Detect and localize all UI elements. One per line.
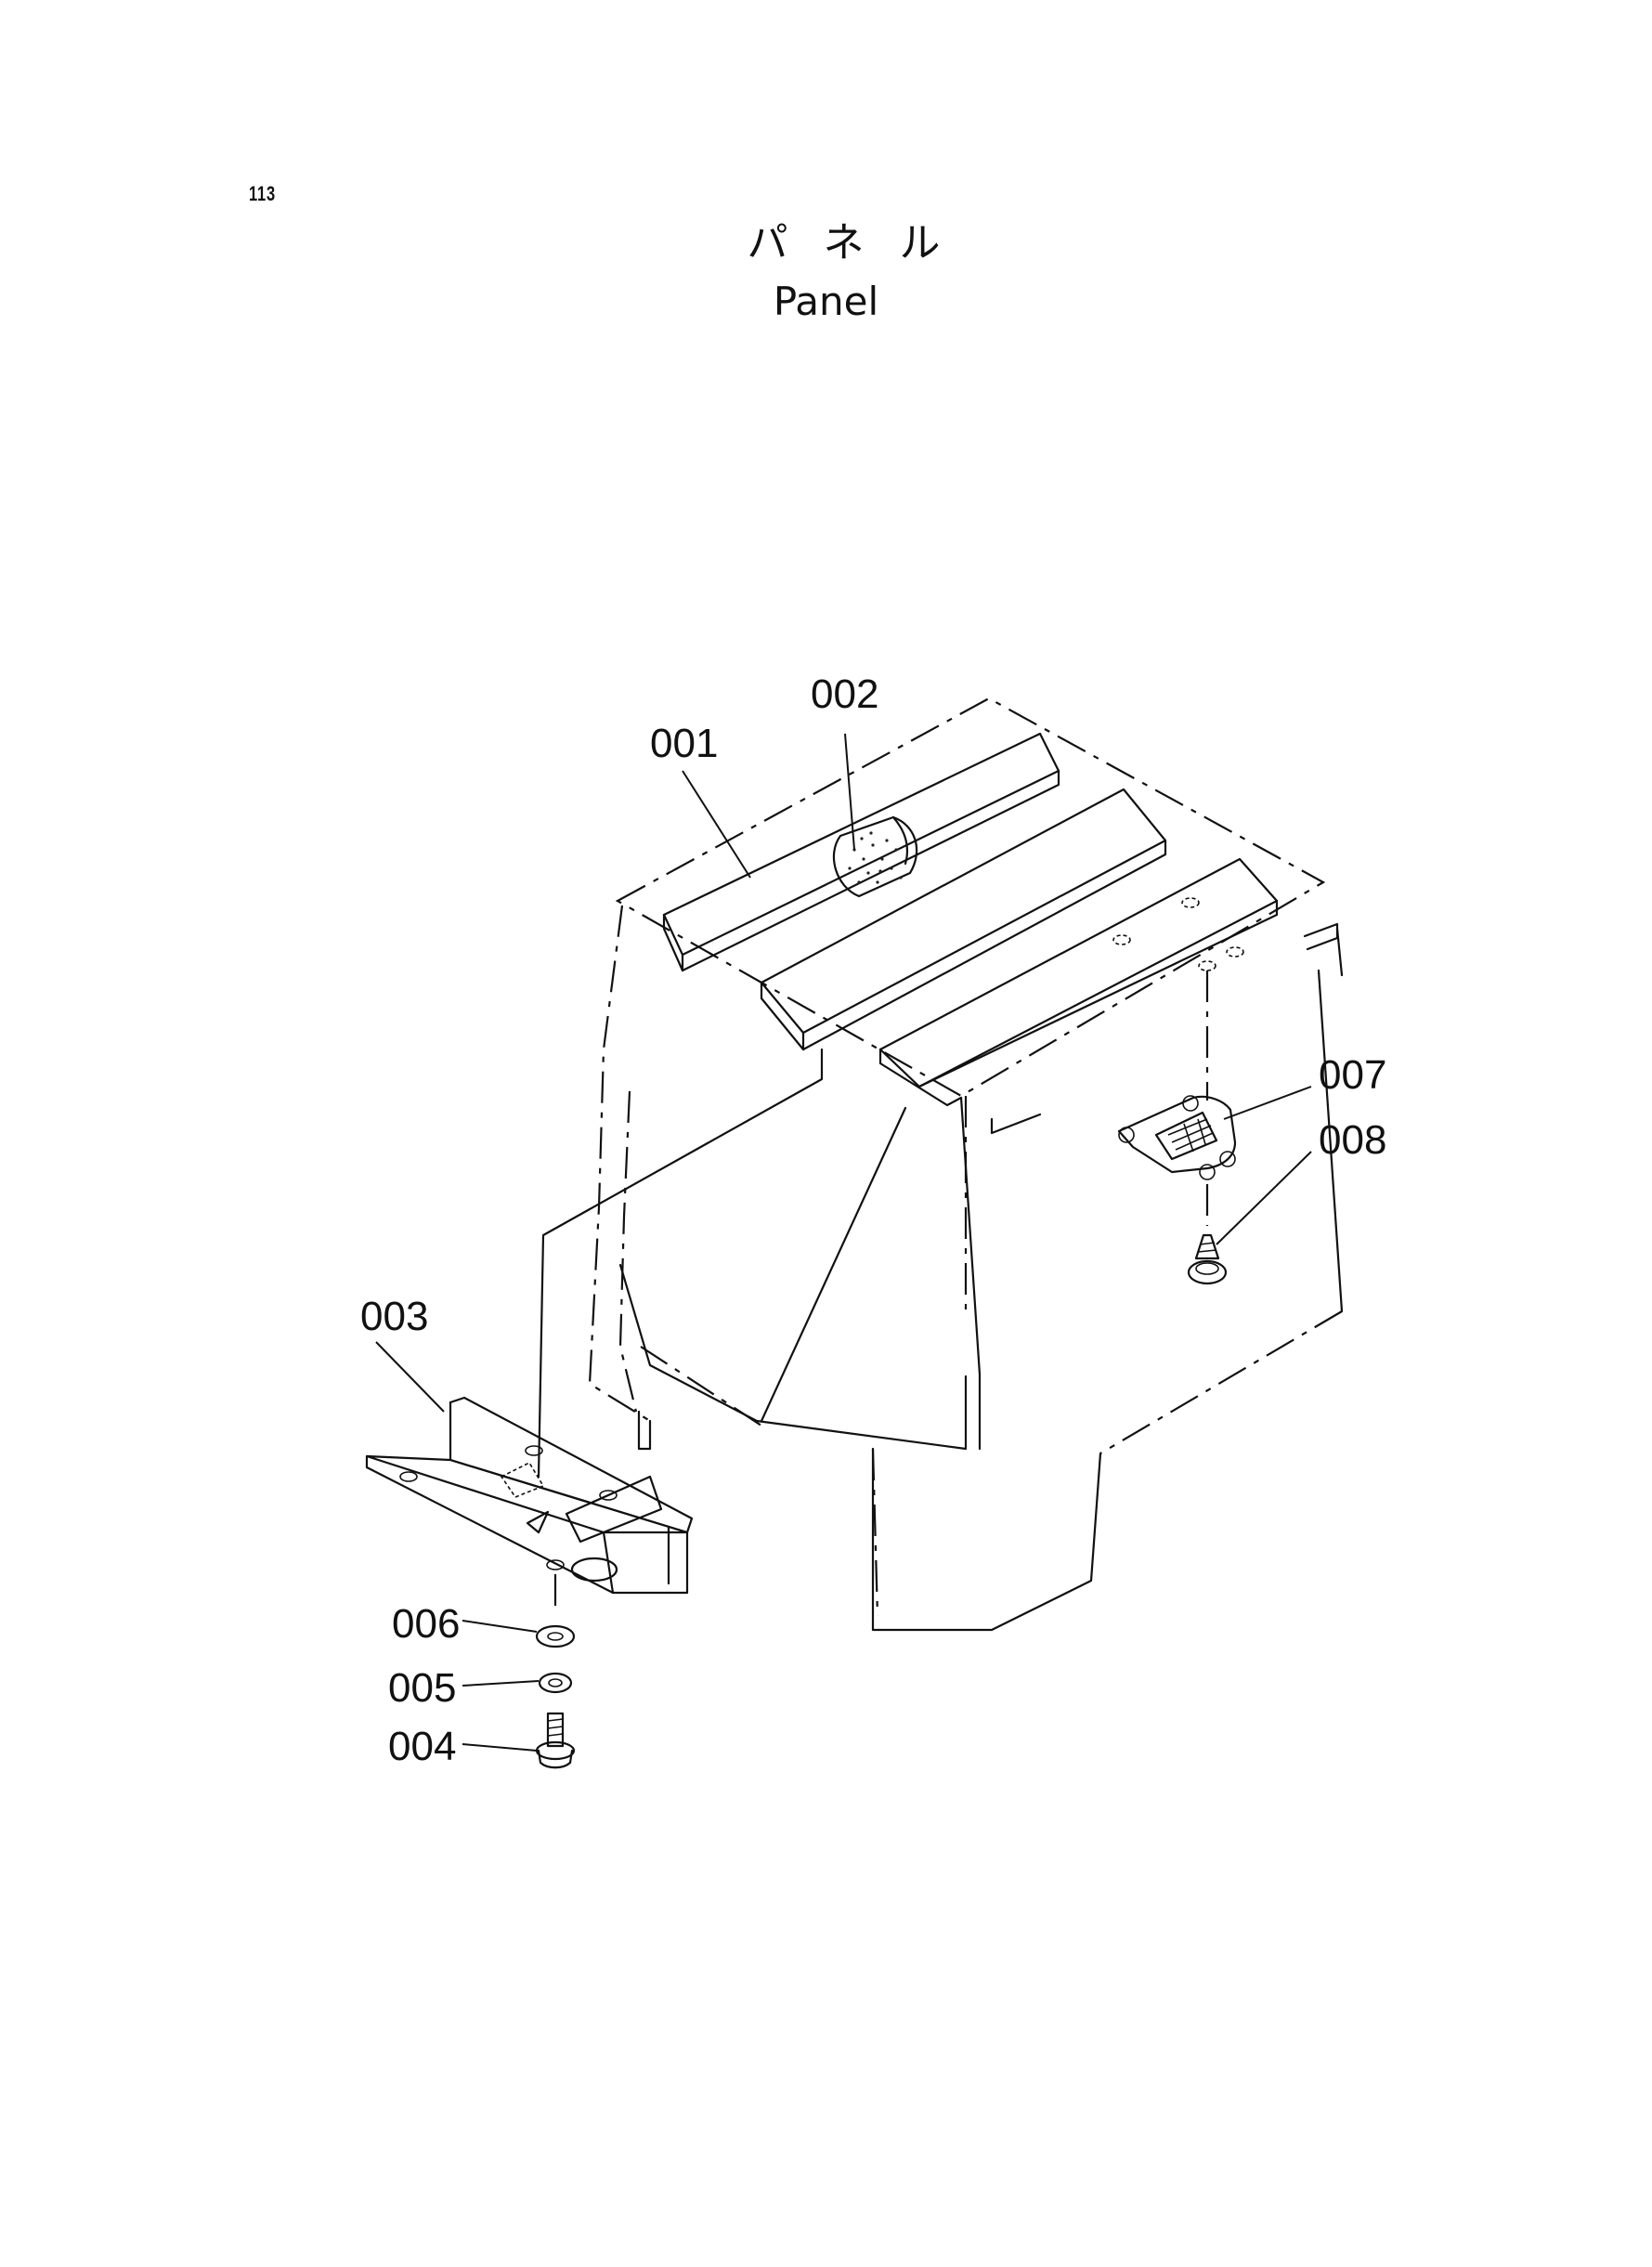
title-japanese: パネル [747, 219, 976, 267]
cab-body [537, 697, 1344, 1632]
callout-005: 005 [388, 1665, 456, 1711]
part-008-screw [1187, 1233, 1228, 1285]
callout-006: 006 [392, 1601, 460, 1647]
callout-008: 008 [1319, 1117, 1386, 1163]
title-english: Panel [773, 279, 879, 324]
part-006-washer [535, 1624, 576, 1648]
page-number: 113 [249, 182, 276, 205]
part-003-bracket [365, 1396, 694, 1611]
roof-mat-right [878, 857, 1279, 1107]
part-002-sponge-patch [832, 815, 918, 898]
part-007-cover [1117, 971, 1237, 1226]
callout-007: 007 [1319, 1052, 1386, 1098]
leader-lines [375, 733, 1312, 1752]
part-001-roof-mat-left [662, 732, 1060, 972]
part-004-bolt [535, 1712, 576, 1769]
roof-mat-middle [760, 788, 1167, 1051]
callout-labels: 001 002 003 004 005 006 007 008 [360, 671, 1386, 1769]
callout-003: 003 [360, 1294, 428, 1339]
callout-002: 002 [811, 671, 878, 717]
part-005-spring-washer [538, 1672, 573, 1694]
callout-001: 001 [650, 721, 718, 766]
callout-004: 004 [388, 1724, 456, 1769]
